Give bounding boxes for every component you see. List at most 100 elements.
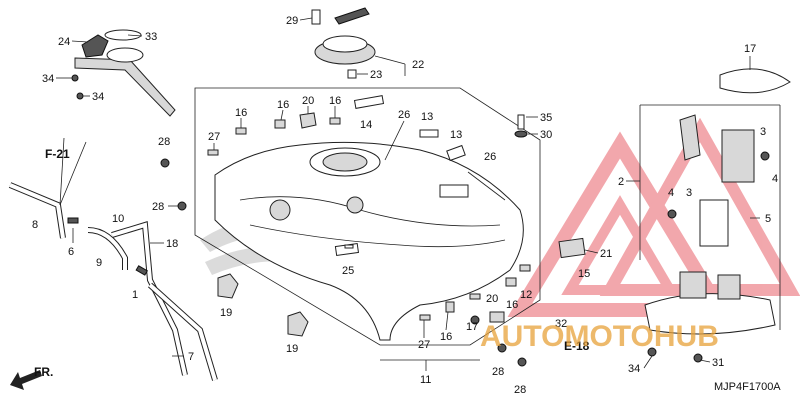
callout-1: 1 bbox=[132, 289, 138, 301]
fuel-filler-cap bbox=[311, 7, 376, 79]
svg-text:34: 34 bbox=[628, 363, 640, 375]
watermark-text: AUTOMOTOHUB bbox=[480, 320, 719, 353]
callout-17-pump: 17 bbox=[744, 43, 756, 70]
callout-14: 14 bbox=[360, 119, 372, 131]
callout-7: 7 bbox=[172, 351, 194, 363]
callout-33: 33 bbox=[127, 31, 157, 43]
svg-text:13: 13 bbox=[421, 111, 433, 123]
svg-text:12: 12 bbox=[520, 289, 532, 301]
svg-text:16: 16 bbox=[235, 107, 247, 119]
callout-22: 22 bbox=[374, 55, 424, 76]
callout-30: 30 bbox=[528, 129, 552, 141]
svg-text:16: 16 bbox=[329, 95, 341, 107]
svg-text:20: 20 bbox=[486, 293, 498, 305]
svg-text:25: 25 bbox=[342, 265, 354, 277]
callout-24: 24 bbox=[58, 36, 89, 48]
svg-text:9: 9 bbox=[96, 257, 102, 269]
svg-text:8: 8 bbox=[32, 219, 38, 231]
svg-text:28: 28 bbox=[514, 384, 526, 396]
svg-text:28: 28 bbox=[158, 136, 170, 148]
svg-text:AUTOMOTOHUB: AUTOMOTOHUB bbox=[480, 320, 719, 353]
callout-19-b: 19 bbox=[286, 343, 298, 355]
callout-6: 6 bbox=[68, 228, 74, 258]
callout-28-b: 28 bbox=[152, 201, 187, 213]
svg-text:26: 26 bbox=[484, 151, 496, 163]
callout-34-b: 34 bbox=[83, 91, 104, 103]
svg-text:27: 27 bbox=[208, 131, 220, 143]
callout-27-a: 27 bbox=[208, 131, 220, 150]
callout-3-a: 3 bbox=[760, 126, 766, 138]
callout-27-b: 27 bbox=[418, 320, 430, 351]
svg-text:24: 24 bbox=[58, 36, 70, 48]
svg-text:19: 19 bbox=[220, 307, 232, 319]
callout-9: 9 bbox=[96, 257, 102, 269]
svg-text:22: 22 bbox=[412, 59, 424, 71]
svg-text:34: 34 bbox=[92, 91, 104, 103]
e-18-ref: E-18 bbox=[564, 339, 590, 353]
callout-23: 23 bbox=[357, 69, 382, 81]
callout-21: 21 bbox=[584, 248, 612, 260]
callout-16-b: 16 bbox=[277, 99, 289, 121]
callout-31: 31 bbox=[699, 357, 724, 369]
svg-text:E-18: E-18 bbox=[564, 339, 590, 353]
svg-text:26: 26 bbox=[398, 109, 410, 121]
callout-16-a: 16 bbox=[235, 107, 247, 128]
svg-text:27: 27 bbox=[418, 339, 430, 351]
f-21-ref: F-21 bbox=[45, 137, 87, 206]
callout-17: 17 bbox=[466, 321, 478, 333]
svg-text:16: 16 bbox=[440, 331, 452, 343]
callout-28-d: 28 bbox=[514, 384, 526, 396]
svg-text:32: 32 bbox=[555, 318, 567, 330]
callout-8: 8 bbox=[32, 219, 38, 231]
fuel-pump-bracket bbox=[514, 114, 586, 259]
front-direction-arrow: FR. bbox=[10, 365, 53, 390]
svg-text:18: 18 bbox=[166, 238, 178, 250]
callout-16-e: 16 bbox=[506, 299, 518, 311]
fuel-tank bbox=[214, 141, 524, 341]
callout-28-c: 28 bbox=[492, 366, 504, 378]
callout-15: 15 bbox=[578, 268, 590, 280]
svg-text:10: 10 bbox=[112, 213, 124, 225]
svg-text:20: 20 bbox=[302, 95, 314, 107]
callout-3-b: 3 bbox=[686, 187, 692, 199]
svg-text:16: 16 bbox=[506, 299, 518, 311]
svg-text:33: 33 bbox=[145, 31, 157, 43]
pump-group-frame bbox=[639, 104, 781, 330]
svg-text:FR.: FR. bbox=[34, 365, 53, 379]
svg-text:28: 28 bbox=[152, 201, 164, 213]
svg-text:2: 2 bbox=[618, 176, 624, 188]
svg-text:7: 7 bbox=[188, 351, 194, 363]
callout-26-a: 26 bbox=[384, 109, 410, 161]
svg-text:6: 6 bbox=[68, 246, 74, 258]
callout-34-a: 34 bbox=[42, 73, 72, 85]
breather-bracket-assembly bbox=[71, 29, 176, 117]
callout-20-a: 20 bbox=[302, 95, 314, 114]
callout-13-a: 13 bbox=[421, 111, 433, 123]
svg-text:34: 34 bbox=[42, 73, 54, 85]
callout-2: 2 bbox=[618, 176, 640, 188]
callout-13-b: 13 bbox=[450, 129, 462, 141]
bottom-small-parts bbox=[419, 264, 531, 367]
callout-29: 29 bbox=[286, 15, 313, 27]
callout-12: 12 bbox=[520, 289, 532, 301]
callout-28-a: 28 bbox=[158, 136, 170, 168]
svg-text:F-21: F-21 bbox=[45, 147, 70, 161]
svg-text:21: 21 bbox=[600, 248, 612, 260]
callout-4-a: 4 bbox=[772, 173, 778, 185]
callout-4-b: 4 bbox=[668, 187, 674, 199]
callout-20-b: 20 bbox=[486, 293, 498, 305]
svg-text:4: 4 bbox=[772, 173, 778, 185]
svg-text:35: 35 bbox=[540, 112, 552, 124]
svg-text:3: 3 bbox=[686, 187, 692, 199]
callout-16-c: 16 bbox=[329, 95, 341, 118]
callout-19-a: 19 bbox=[220, 307, 232, 319]
diagram-code: MJP4F1700A bbox=[714, 381, 781, 393]
callout-34-c: 34 bbox=[628, 355, 653, 375]
callout-18: 18 bbox=[150, 238, 178, 250]
svg-text:13: 13 bbox=[450, 129, 462, 141]
svg-text:29: 29 bbox=[286, 15, 298, 27]
svg-text:31: 31 bbox=[712, 357, 724, 369]
svg-text:14: 14 bbox=[360, 119, 372, 131]
svg-text:15: 15 bbox=[578, 268, 590, 280]
